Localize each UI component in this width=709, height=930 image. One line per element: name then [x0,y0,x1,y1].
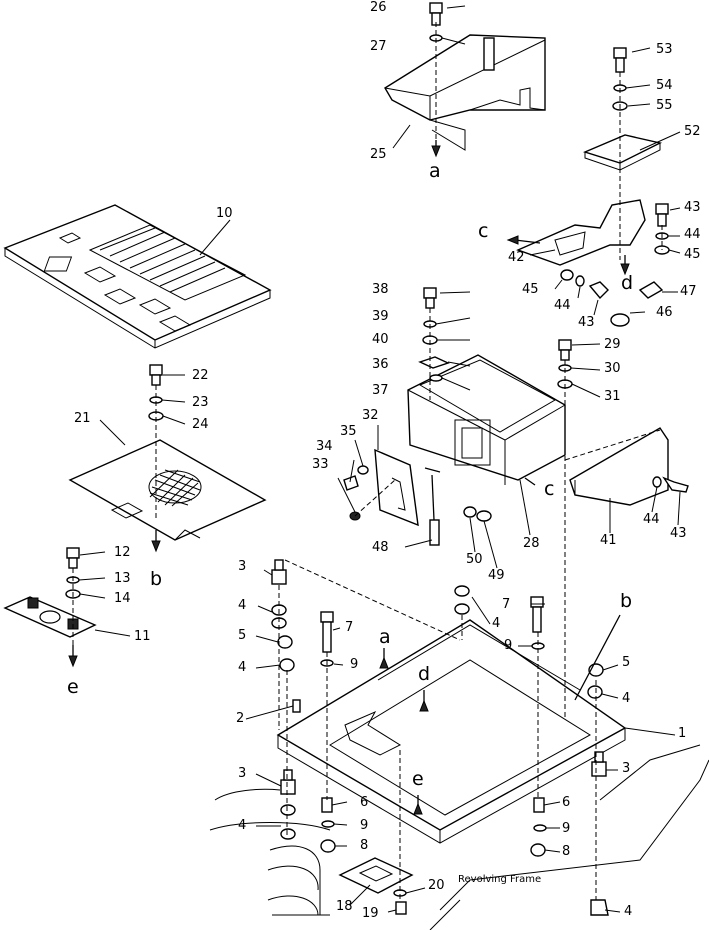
label-34: 34 [316,439,333,454]
label-25: 25 [370,147,387,162]
ref-letter-c-bracket: c [478,220,489,242]
floor-plate [68,439,267,541]
label-42: 42 [508,250,525,265]
plate [374,448,419,527]
control-panel-cover [3,204,272,349]
label-23: 23 [192,395,209,410]
assembly-lines [72,22,663,900]
label-44b: 44 [554,298,571,313]
bracket [516,199,646,266]
label-14: 14 [114,591,131,606]
label-2: 2 [236,711,245,726]
label-22: 22 [192,368,209,383]
label-7b: 7 [502,597,511,612]
rod [424,467,441,546]
label-47: 47 [680,284,697,299]
label-43a: 43 [684,200,701,215]
side-cover [569,427,669,506]
label-6a: 6 [360,795,369,810]
label-45a: 45 [684,247,701,262]
label-40: 40 [372,332,389,347]
ref-letter-d-bracket: d [621,272,634,294]
label-3c: 3 [622,761,631,776]
label-38: 38 [372,282,389,297]
label-5b: 5 [622,655,631,670]
label-36: 36 [372,357,389,372]
label-8a: 8 [360,838,369,853]
fasteners [65,2,689,916]
label-55: 55 [656,98,673,113]
ref-letter-a-frame: a [379,626,391,648]
label-4f: 4 [624,904,633,919]
label-29: 29 [604,337,621,352]
label-8b: 8 [562,844,571,859]
label-53: 53 [656,42,673,57]
ref-letter-e-pedal: e [67,676,79,698]
label-35: 35 [340,424,357,439]
label-7a: 7 [345,620,354,635]
label-18: 18 [336,899,353,914]
label-9d: 9 [562,821,571,836]
label-32: 32 [362,408,379,423]
label-10: 10 [216,206,233,221]
label-20: 20 [428,878,445,893]
label-11: 11 [134,629,151,644]
ref-letter-e-frame: e [412,768,424,790]
cover-duct [384,34,546,151]
label-31: 31 [604,389,621,404]
label-27: 27 [370,39,387,54]
label-9b: 9 [504,638,513,653]
label-21: 21 [74,411,91,426]
ref-letter-b-plate: b [150,568,163,590]
reference-arrows [68,140,630,815]
label-3b: 3 [238,766,247,781]
label-19: 19 [362,906,379,921]
label-52: 52 [684,124,701,139]
revolving-frame-caption: Revolving Frame [458,874,542,885]
label-50: 50 [466,552,483,567]
label-4a: 4 [238,598,247,613]
label-33: 33 [312,457,329,472]
revolving-frame-outline [209,744,709,930]
label-4b: 4 [238,660,247,675]
lower-plate [338,857,414,894]
label-4e: 4 [622,691,631,706]
label-46: 46 [656,305,673,320]
label-30: 30 [604,361,621,376]
leader-lines [78,5,681,913]
label-44c: 44 [643,512,660,527]
battery-box [407,354,566,485]
label-4c: 4 [238,818,247,833]
label-1: 1 [678,726,687,741]
label-5a: 5 [238,628,247,643]
label-3a: 3 [238,559,247,574]
ref-letter-c-box: c [544,478,555,500]
ref-letter-a-top: a [429,160,441,182]
label-37: 37 [372,383,389,398]
label-6b: 6 [562,795,571,810]
ref-letter-b-frame: b [620,590,633,612]
ref-letter-d-frame: d [418,663,431,685]
label-39: 39 [372,309,389,324]
label-28: 28 [523,536,540,551]
label-9c: 9 [360,818,369,833]
label-4d: 4 [492,616,501,631]
label-43b: 43 [578,315,595,330]
label-54: 54 [656,78,673,93]
label-13: 13 [114,571,131,586]
label-44a: 44 [684,227,701,242]
label-43c: 43 [670,526,687,541]
label-12: 12 [114,545,131,560]
label-49: 49 [488,568,505,583]
label-41: 41 [600,533,617,548]
label-48: 48 [372,540,389,555]
label-26: 26 [370,0,387,15]
label-9a: 9 [350,657,359,672]
label-24: 24 [192,417,209,432]
label-45b: 45 [522,282,539,297]
